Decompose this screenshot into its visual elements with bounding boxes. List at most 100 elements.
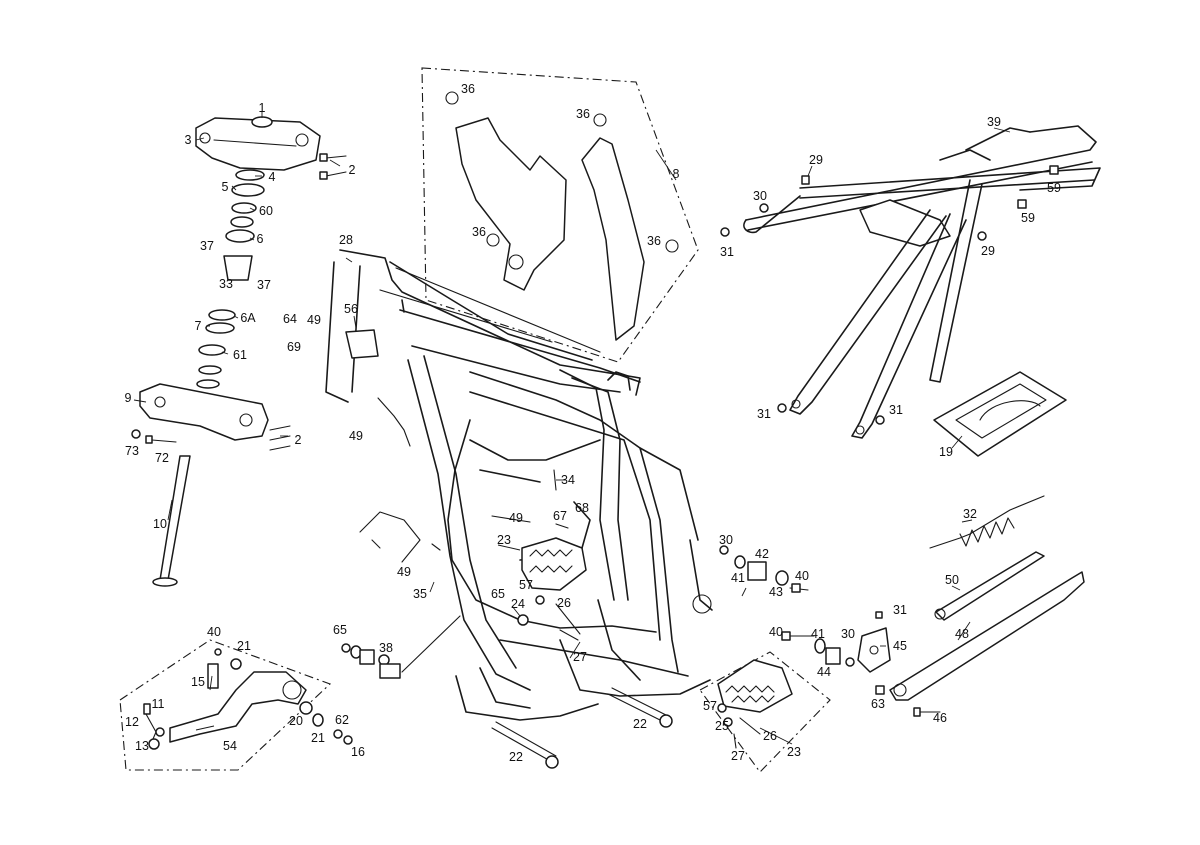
callout-30-subframe: 30 [753,189,767,203]
bearing-stack [196,169,265,389]
callout-30-stand: 30 [841,627,855,641]
callout-68: 68 [575,501,589,515]
callout-24: 24 [511,597,525,611]
callout-5: 5 [222,180,229,194]
footpeg-23-right [699,651,831,773]
callout-45: 45 [893,639,907,653]
rear-subframe-39 [743,125,1101,439]
callout-30-peg: 30 [719,533,733,547]
callout-44: 44 [817,665,831,679]
footpeg-bracket-right [719,545,809,593]
callout-7: 7 [195,319,202,333]
stand-spring-32 [929,495,1045,549]
stand-rod-50 [934,551,1045,621]
callout-31-subframe: 31 [720,245,734,259]
sidestand-48 [889,571,1085,701]
callout-23-right: 23 [787,745,801,759]
callout-49-frame: 49 [349,429,363,443]
callout-40-stand: 40 [769,625,783,639]
callout-3: 3 [185,133,192,147]
callout-63: 63 [871,697,885,711]
callout-49-upper: 49 [307,313,321,327]
callout-56: 56 [344,302,358,316]
callout-22-lower: 22 [509,750,523,764]
callout-19: 19 [939,445,953,459]
callout-21-lower: 21 [311,731,325,745]
callout-49-lower: 49 [397,565,411,579]
callout-38: 38 [379,641,393,655]
callout-12: 12 [125,715,139,729]
number-plate-19 [933,371,1067,457]
leader-lines [133,112,1011,745]
callout-10: 10 [153,517,167,531]
callout-36-d: 36 [647,234,661,248]
callout-34: 34 [561,473,575,487]
callout-31-right-strut: 31 [889,403,903,417]
callout-67: 67 [553,509,567,523]
callout-65-bushing: 65 [333,623,347,637]
callout-40-pedal: 40 [207,625,221,639]
callout-73: 73 [125,444,139,458]
callout-49-mid: 49 [509,511,523,525]
callout-2-lower: 2 [295,433,302,447]
callout-26-left: 26 [557,596,571,610]
callout-29-upper: 29 [809,153,823,167]
callout-13: 13 [135,739,149,753]
bolt-22-upper [607,687,673,728]
callout-4: 4 [269,170,276,184]
main-frame-28 [325,249,713,721]
callout-32: 32 [963,507,977,521]
bushing-38-65 [341,615,461,679]
upper-triple-clamp [195,116,321,171]
callout-40-peg: 40 [795,569,809,583]
callout-62: 62 [335,713,349,727]
callout-61: 61 [233,348,247,362]
callout-41-stand: 41 [811,627,825,641]
callout-57-right: 57 [703,699,717,713]
lower-triple-clamp [139,383,291,451]
callout-37-left: 37 [200,239,214,253]
callout-27-left: 27 [573,650,587,664]
callout-39: 39 [987,115,1001,129]
callout-60: 60 [259,204,273,218]
callout-6a: 6A [240,311,256,325]
callout-36-c: 36 [472,225,486,239]
callout-6: 6 [257,232,264,246]
callout-8: 8 [673,167,680,181]
bolt-2-upper [319,153,347,180]
callout-37-right: 37 [257,278,271,292]
callout-16: 16 [351,745,365,759]
callout-2-upper: 2 [349,163,356,177]
callout-64: 64 [283,312,297,326]
callout-21-upper: 21 [237,639,251,653]
callout-labels: 1 3 2 4 5 60 6 37 33 37 6A 7 61 64 49 69… [125,82,1061,764]
stand-bracket-45 [857,627,891,673]
callout-57-left: 57 [519,578,533,592]
brake-pedal-54 [119,639,332,771]
subframe-fasteners [720,165,1059,425]
callout-35: 35 [413,587,427,601]
radiator-guard-box [421,67,699,363]
nut-73-bolt-72 [131,429,177,444]
callout-22-upper: 22 [633,717,647,731]
callout-23-left: 23 [497,533,511,547]
callout-59-left: 59 [1021,211,1035,225]
callout-25: 25 [715,719,729,733]
footpeg-23-left [517,537,587,641]
callout-41-peg: 41 [731,571,745,585]
callout-59-right: 59 [1047,181,1061,195]
callout-31-stand: 31 [893,603,907,617]
callout-31-left-strut: 31 [757,407,771,421]
callout-26-right: 26 [763,729,777,743]
callout-43: 43 [769,585,783,599]
callout-65-frame: 65 [491,587,505,601]
callout-46: 46 [933,711,947,725]
stand-hardware [781,611,941,717]
mount-plate-left [359,397,569,563]
callout-11: 11 [152,697,165,711]
callout-15: 15 [191,675,205,689]
callout-69: 69 [287,340,301,354]
callout-72: 72 [155,451,169,465]
callout-20: 20 [289,714,303,728]
